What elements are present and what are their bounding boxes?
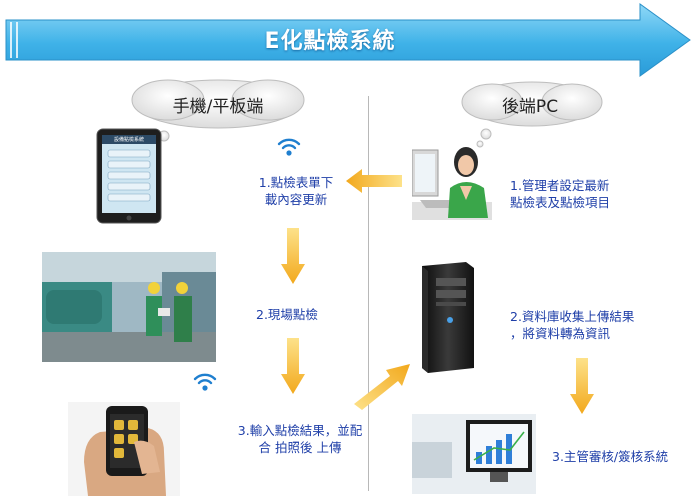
phone-in-hand-image bbox=[68, 402, 180, 496]
step-2-field-inspection: 2.現場點檢 bbox=[256, 306, 318, 323]
step-text-line: ，將資料轉為資訊 bbox=[510, 326, 611, 341]
step-text-line: 合 拍照後 上傳 bbox=[258, 440, 342, 455]
arrow-down bbox=[570, 358, 594, 414]
arrow-down bbox=[281, 338, 305, 394]
step-text-line: 載內容更新 bbox=[264, 192, 328, 207]
step-text-line: 2.資料庫收集上傳結果 bbox=[510, 309, 635, 324]
step-1-download: 1.點檢表單下 載內容更新 bbox=[242, 174, 350, 208]
field-inspection-photo bbox=[42, 252, 216, 362]
wifi-icon bbox=[193, 373, 217, 391]
step-r1-manager-setup: 1.管理者設定最新 點檢表及點檢項目 bbox=[510, 177, 610, 211]
tablet-image bbox=[96, 128, 162, 224]
banner-arrow bbox=[5, 3, 691, 77]
manager-computer-image bbox=[412, 147, 492, 220]
arrow-down bbox=[281, 228, 305, 284]
step-text-line: 3.主管審核/簽核系統 bbox=[552, 449, 669, 464]
step-r3-approval: 3.主管審核/簽核系統 bbox=[552, 448, 668, 465]
server-image bbox=[422, 262, 474, 373]
step-r2-database-collect: 2.資料庫收集上傳結果 ，將資料轉為資訊 bbox=[510, 308, 634, 342]
right-cloud-label: 後端PC bbox=[501, 97, 559, 117]
arrow-up-right bbox=[354, 364, 410, 410]
wifi-icon bbox=[277, 138, 301, 156]
step-text-line: 點檢表及點檢項目 bbox=[510, 195, 611, 210]
step-3-upload-results: 3.輸入點檢結果，並配 合 拍照後 上傳 bbox=[226, 422, 374, 456]
dashboard-monitor-image bbox=[412, 414, 536, 494]
step-text-line: 2.現場點檢 bbox=[256, 307, 318, 322]
step-text-line: 3.輸入點檢結果，並配 bbox=[237, 423, 363, 438]
arrow-left bbox=[346, 169, 402, 193]
step-text-line: 1.管理者設定最新 bbox=[510, 178, 610, 193]
right-cloud bbox=[461, 81, 603, 148]
banner-title: E化點檢系統 bbox=[264, 29, 396, 54]
divider-line bbox=[368, 96, 369, 491]
tablet-screen-title: 設備點檢系統 bbox=[113, 137, 144, 143]
left-cloud-label: 手機/平板端 bbox=[172, 97, 264, 117]
left-cloud bbox=[131, 79, 305, 148]
step-text-line: 1.點檢表單下 bbox=[258, 175, 334, 190]
